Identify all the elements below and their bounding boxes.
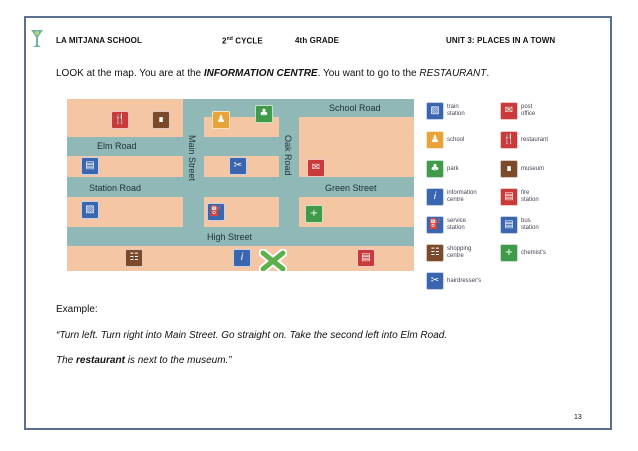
fire-station-icon: ▤ <box>357 249 375 267</box>
town-map: School Road Elm Road Station Road Green … <box>67 99 414 271</box>
instruction-text: LOOK at the map. You are at the INFORMAT… <box>56 68 490 79</box>
info-icon: i <box>426 188 444 206</box>
school-name: LA MITJANA SCHOOL <box>56 36 142 45</box>
building-icon: ∎ <box>500 160 518 178</box>
legend-museum: ∎museum <box>500 160 544 178</box>
school-logo-icon <box>31 30 43 47</box>
legend-hairdresser: ✂hairdresser's <box>426 272 481 290</box>
shopping-cart-icon: ☷ <box>426 244 444 262</box>
legend-chemist: +chemist's <box>500 244 546 262</box>
school-icon: ♟ <box>212 111 230 129</box>
grade-label: 4th GRADE <box>295 36 340 45</box>
page-number: 13 <box>574 414 582 421</box>
scissors-icon: ✂ <box>426 272 444 290</box>
elm-road-label: Elm Road <box>97 141 137 151</box>
tree-icon: ♣ <box>426 160 444 178</box>
start-place: INFORMATION CENTRE <box>203 68 318 79</box>
example-label: Example: <box>56 304 98 315</box>
legend-school: ♟school <box>426 131 464 149</box>
cycle-label: 2nd CYCLE <box>222 36 263 46</box>
legend-restaurant: 🍴restaurant <box>500 131 548 149</box>
fire-engine-icon: ▤ <box>500 188 518 206</box>
main-street-label: Main Street <box>187 135 197 182</box>
hairdresser-icon: ✂ <box>229 157 247 175</box>
example-line-2: The restaurant is next to the museum.” <box>56 355 232 366</box>
legend-fire-station: ▤fire station <box>500 188 539 206</box>
park-icon: ♣ <box>255 105 273 123</box>
high-street-label: High Street <box>207 232 253 242</box>
high-street <box>67 227 414 246</box>
service-station-icon: ⛽ <box>207 203 225 221</box>
restaurant-emphasis: restaurant <box>76 355 125 366</box>
bus-icon: ▤ <box>500 216 518 234</box>
you-are-here-x-marker-icon <box>259 249 287 271</box>
school-children-icon: ♟ <box>426 131 444 149</box>
post-office-icon: ✉ <box>307 159 325 177</box>
school-road-label: School Road <box>329 103 381 113</box>
legend-service-station: ⛽service station <box>426 216 466 234</box>
legend-park: ♣park <box>426 160 459 178</box>
train-icon: ▨ <box>426 102 444 120</box>
cutlery-icon: 🍴 <box>500 131 518 149</box>
legend-shopping-centre: ☷shopping centre <box>426 244 471 262</box>
oak-road-label: Oak Road <box>283 135 293 176</box>
station-road-label: Station Road <box>89 183 142 193</box>
legend-post-office: ✉post office <box>500 102 535 120</box>
example-line-1: “Turn left. Turn right into Main Street.… <box>56 330 448 341</box>
bus-station-icon: ▤ <box>81 157 99 175</box>
museum-icon: ∎ <box>152 111 170 129</box>
pharmacy-cross-icon: + <box>500 244 518 262</box>
unit-title: UNIT 3: PLACES IN A TOWN <box>446 36 556 45</box>
train-station-icon: ▨ <box>81 201 99 219</box>
main-street <box>183 99 204 246</box>
station-road-green-street <box>67 177 414 197</box>
school-road <box>183 99 414 117</box>
fuel-pump-icon: ⛽ <box>426 216 444 234</box>
shopping-centre-icon: ☷ <box>125 249 143 267</box>
information-centre-icon: i <box>233 249 251 267</box>
legend-train-station: ▨train station <box>426 102 465 120</box>
envelope-icon: ✉ <box>500 102 518 120</box>
legend-bus-station: ▤bus station <box>500 216 539 234</box>
green-street-label: Green Street <box>325 183 377 193</box>
restaurant-icon: 🍴 <box>111 111 129 129</box>
page-border <box>24 16 612 430</box>
oak-road <box>279 117 299 227</box>
target-place: RESTAURANT <box>419 68 487 79</box>
chemist-icon: + <box>305 205 323 223</box>
